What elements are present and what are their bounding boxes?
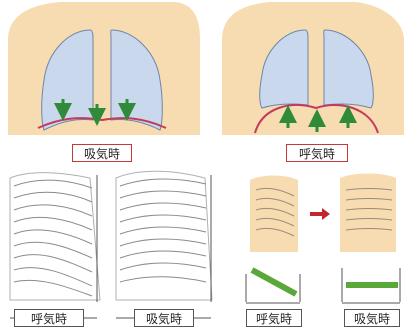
torso-exhale: [222, 2, 404, 135]
rib-angle-inhale: [342, 268, 400, 303]
label-exhale-angle: 呼気時: [246, 309, 302, 327]
label-exhale-top: 呼気時: [286, 144, 348, 162]
rib-angle-exhale: [246, 270, 300, 303]
torso-inhale: [8, 2, 200, 135]
ribcage-exhale: [10, 173, 100, 302]
label-inhale-ribcage: 吸気時: [134, 309, 194, 327]
side-torso-inhale: [340, 174, 396, 253]
label-exhale-ribcage: 呼気時: [14, 309, 84, 327]
label-inhale-angle: 吸気時: [344, 309, 400, 327]
side-torso-exhale: [250, 176, 298, 253]
red-arrow-icon: [310, 208, 330, 220]
ribcage-inhale: [116, 171, 212, 302]
label-inhale-top: 吸気時: [72, 144, 132, 162]
